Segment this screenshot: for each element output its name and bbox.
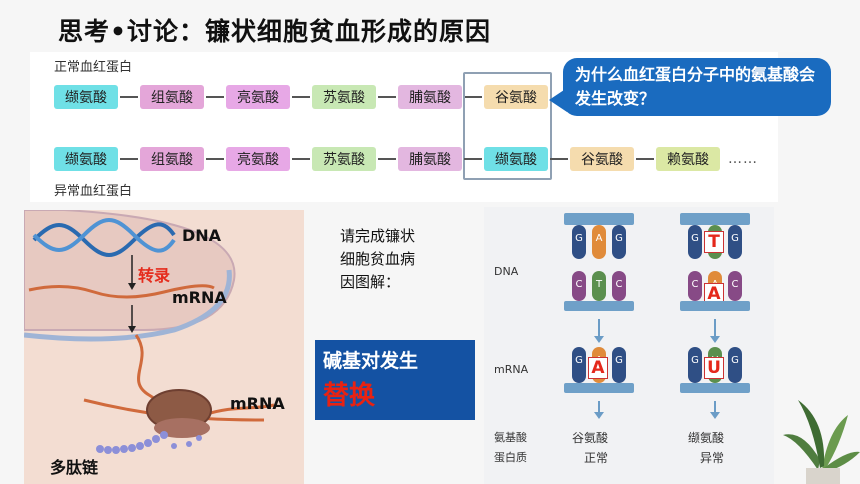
mrna-label-cytoplasm: mRNA	[230, 394, 285, 413]
left-bottom-base-3: C	[612, 271, 626, 301]
answer-line-2: 替换	[323, 381, 376, 411]
peptide-bond	[378, 96, 396, 98]
left-arrow-1	[594, 319, 604, 343]
abnormal-amino-acid-5: 脯氨酸	[398, 147, 462, 171]
peptide-bond	[120, 158, 138, 160]
peptide-bond	[378, 158, 396, 160]
normal-amino-acid-2: 组氨酸	[140, 85, 204, 109]
plant-decoration	[783, 400, 860, 484]
peptide-bond	[206, 96, 224, 98]
right-dna-bottom-bar	[680, 301, 750, 311]
abnormal-amino-acid-1: 缬氨酸	[54, 147, 118, 171]
left-mrna-base-1: G	[572, 347, 586, 383]
cell-illustration: DNA 转录 mRNA mRNA 多肽链	[23, 209, 304, 484]
right-top-base-3: G	[728, 225, 742, 259]
normal-amino-acid-5: 脯氨酸	[398, 85, 462, 109]
abnormal-amino-acid-3: 亮氨酸	[226, 147, 290, 171]
left-bottom-base-2: T	[592, 271, 606, 301]
diagram-aa-label: 氨基酸	[494, 431, 527, 444]
abnormal-amino-acid-4: 苏氨酸	[312, 147, 376, 171]
right-protein: 异常	[700, 451, 725, 465]
right-dna-bottom-mutation-box: A	[704, 283, 724, 305]
right-dna-top-bar	[680, 213, 750, 225]
left-mrna-base-3: G	[612, 347, 626, 383]
normal-amino-acid-4: 苏氨酸	[312, 85, 376, 109]
normal-chain: 缬氨酸组氨酸亮氨酸苏氨酸脯氨酸谷氨酸	[54, 84, 548, 110]
left-mrna-bar	[564, 383, 634, 393]
prompt-line: 细胞贫血病	[340, 250, 416, 268]
right-bottom-base-1: C	[688, 271, 702, 301]
answer-box: 碱基对发生 替换	[315, 340, 475, 420]
normal-amino-acid-6: 谷氨酸	[484, 85, 548, 109]
answer-line-1: 碱基对发生	[323, 350, 419, 372]
mrna-strand	[28, 284, 215, 299]
ribosome-small	[154, 418, 210, 438]
right-bottom-base-3: C	[728, 271, 742, 301]
peptide-bond	[464, 96, 482, 98]
chain-ellipsis: ……	[728, 151, 758, 167]
abnormal-amino-acid-6: 缬氨酸	[484, 147, 548, 171]
peptide-bond	[292, 158, 310, 160]
transcription-label: 转录	[138, 266, 171, 285]
normal-hemoglobin-label: 正常血红蛋白	[54, 60, 133, 75]
prompt-line: 请完成镰状	[340, 227, 416, 245]
nuclear-membrane	[23, 269, 232, 342]
right-mrna-bar	[680, 383, 750, 393]
left-top-base-3: G	[612, 225, 626, 259]
cell-drawing	[23, 209, 275, 454]
peptide-bond	[464, 158, 482, 160]
dna-label: DNA	[182, 226, 222, 245]
peptide-bond	[292, 96, 310, 98]
right-arrow-1	[710, 319, 720, 343]
normal-amino-acid-3: 亮氨酸	[226, 85, 290, 109]
left-bottom-base-1: C	[572, 271, 586, 301]
normal-amino-acid-1: 缬氨酸	[54, 85, 118, 109]
export-arrowhead	[128, 326, 136, 333]
abnormal-hemoglobin-label: 异常血红蛋白	[54, 184, 133, 199]
left-mrna-mutation-box: A	[588, 357, 608, 379]
dna-strand-1	[32, 222, 176, 257]
exercise-prompt: 请完成镰状 细胞贫血病 因图解：	[340, 225, 470, 294]
right-mrna-base-3: G	[728, 347, 742, 383]
peptide-bond	[636, 158, 654, 160]
dna-strand-2	[32, 218, 176, 253]
peptide-bond	[206, 158, 224, 160]
peptide-bond	[120, 96, 138, 98]
diagram-dna-label: DNA	[494, 265, 519, 278]
abnormal-chain: 缬氨酸组氨酸亮氨酸苏氨酸脯氨酸缬氨酸谷氨酸赖氨酸……	[54, 146, 758, 172]
polypeptide-label: 多肽链	[50, 458, 99, 477]
abnormal-amino-acid-2: 组氨酸	[140, 147, 204, 171]
right-mrna-base-1: G	[688, 347, 702, 383]
left-amino-acid: 谷氨酸	[572, 431, 609, 445]
question-callout: 为什么血红蛋白分子中的氨基酸会发生改变？	[563, 58, 831, 116]
left-top-base-1: G	[572, 225, 586, 259]
right-amino-acid: 缬氨酸	[688, 431, 725, 445]
left-dna-bottom-bar	[564, 301, 634, 311]
transcription-arrowhead	[128, 283, 136, 290]
mutation-diagram: DNA mRNA 氨基酸 蛋白质 G A G C T C G A G A 谷氨酸…	[484, 207, 774, 484]
left-top-base-2: A	[592, 225, 606, 259]
right-arrow-2	[710, 401, 720, 419]
diagram-mrna-label: mRNA	[494, 363, 529, 376]
peptide-bond	[550, 158, 568, 160]
callout-tail	[549, 88, 567, 112]
abnormal-amino-acid-8: 赖氨酸	[656, 147, 720, 171]
right-dna-top-mutation-box: T	[704, 231, 724, 253]
right-top-base-1: G	[688, 225, 702, 259]
mutation-highlight-box	[463, 72, 552, 180]
mrna-label-nucleus: mRNA	[172, 288, 227, 307]
prompt-line: 因图解：	[340, 273, 401, 291]
page-title: 思考•讨论：镰状细胞贫血形成的原因	[58, 17, 491, 46]
left-arrow-2	[594, 401, 604, 419]
right-mrna-mutation-box: U	[704, 357, 724, 379]
left-dna-top-bar	[564, 213, 634, 225]
diagram-protein-label: 蛋白质	[494, 451, 527, 464]
polypeptide-beads	[96, 431, 202, 454]
abnormal-amino-acid-7: 谷氨酸	[570, 147, 634, 171]
left-protein: 正常	[584, 451, 609, 465]
